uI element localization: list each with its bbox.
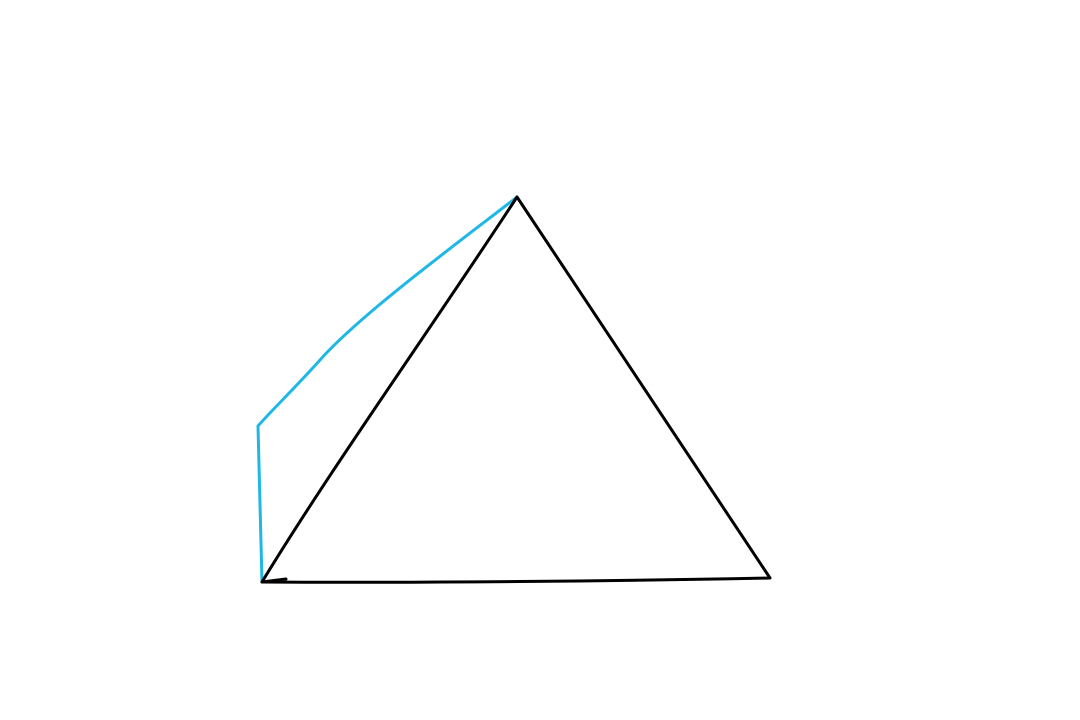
black-triangle-outline [260,195,772,584]
blue-side-face-outline [256,195,519,584]
triangle-base-corner-tick [260,577,288,584]
